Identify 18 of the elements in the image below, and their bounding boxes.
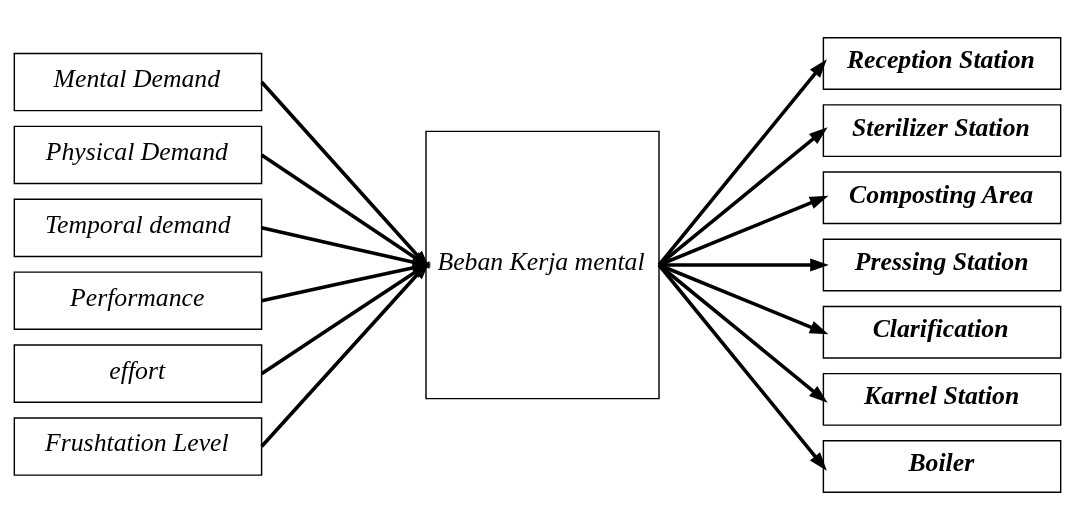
arrow — [657, 126, 828, 266]
node-box: Performance — [13, 270, 263, 330]
node-box: Reception Station — [822, 36, 1062, 90]
node-box: effort — [13, 343, 263, 403]
node-box: Temporal demand — [13, 198, 263, 257]
arrow — [657, 58, 827, 266]
node-box: Karnel Station — [822, 372, 1062, 426]
arrow — [657, 263, 828, 403]
node-box: Boiler — [822, 439, 1062, 493]
node-box: Frushtation Level — [13, 416, 263, 476]
node-box: Clarification — [822, 305, 1062, 359]
arrow — [657, 263, 827, 471]
node-box: Physical Demand — [13, 125, 263, 184]
node-box: Pressing Station — [822, 238, 1062, 291]
node-box: Beban Kerja mental — [425, 130, 660, 399]
node-box: Composting Area — [822, 170, 1062, 224]
node-box: Mental Demand — [13, 52, 263, 111]
node-box: Sterilizer Station — [822, 103, 1062, 157]
